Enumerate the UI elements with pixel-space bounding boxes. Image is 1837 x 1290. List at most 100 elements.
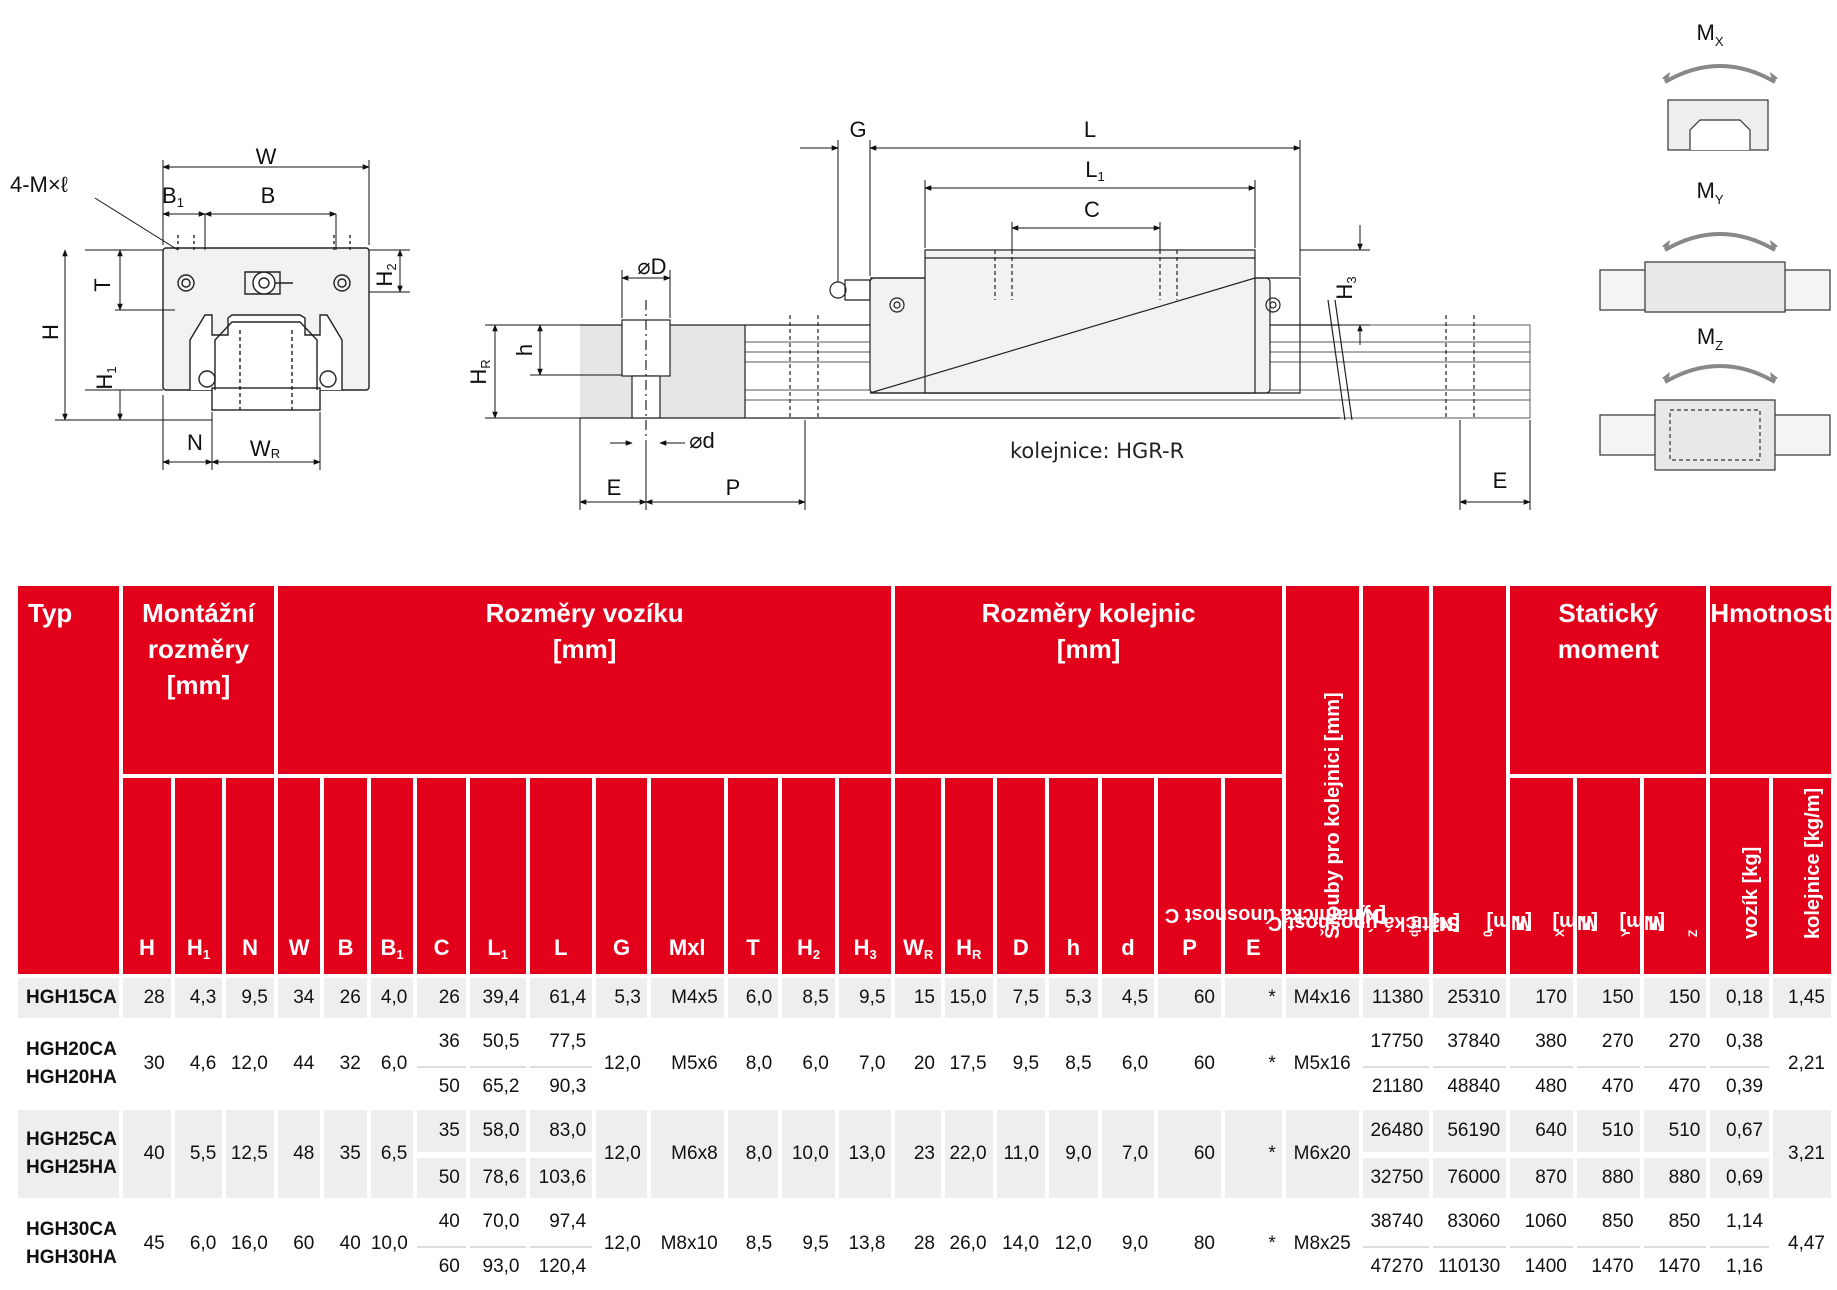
- th-bolts: Šrouby pro kolejnici [mm]: [1285, 586, 1359, 974]
- cell-H3: 7,0: [838, 1022, 892, 1106]
- th-sub-WR: WR: [895, 778, 941, 974]
- front-view: [162, 235, 370, 411]
- th-weight: Hmotnost: [1710, 586, 1832, 774]
- cell-C: 50: [417, 1066, 466, 1106]
- cell-C: 50: [417, 1156, 466, 1198]
- cell-H2: 9,5: [782, 1202, 835, 1286]
- cell-MX: 1400: [1510, 1246, 1573, 1286]
- label-D: ⌀D: [637, 254, 666, 279]
- cell-T: 8,0: [727, 1110, 779, 1198]
- cell-stat: 110130: [1433, 1246, 1507, 1286]
- cell-MX: 640: [1510, 1110, 1573, 1152]
- cell-weight-block: 1,16: [1710, 1246, 1770, 1286]
- cell-L: 83,0: [529, 1110, 593, 1152]
- cell-L: 90,3: [529, 1066, 593, 1106]
- cell-weight-block: 1,14: [1710, 1202, 1770, 1242]
- label-B: B: [261, 183, 276, 208]
- cell-d: 6,0: [1101, 1022, 1155, 1106]
- cell-T: 8,5: [727, 1202, 779, 1286]
- cell-MZ: 1470: [1643, 1246, 1707, 1286]
- cell-MZ: 150: [1643, 978, 1707, 1018]
- cell-dyn: 47270: [1362, 1246, 1430, 1286]
- th-rail-dims: Rozměry kolejnic[mm]: [895, 586, 1282, 774]
- cell-dyn: 38740: [1362, 1202, 1430, 1242]
- th-sub-W: W: [277, 778, 321, 974]
- cell-E: *: [1224, 1022, 1282, 1106]
- cell-stat: 48840: [1433, 1066, 1507, 1106]
- cell-MY: 850: [1576, 1202, 1640, 1242]
- th-sub-L1: L1: [469, 778, 526, 974]
- cell-weight-rail: 2,21: [1773, 1022, 1831, 1106]
- th-sub-B: B: [324, 778, 367, 974]
- table-row: 50 65,2 90,3 21180 48840 480 470 470 0,3…: [18, 1066, 1831, 1106]
- cell-Mxl: M4x5: [650, 978, 724, 1018]
- label-MX: MX: [1697, 20, 1724, 49]
- cell-L1: 93,0: [469, 1246, 526, 1286]
- cell-typ: HGH15CA: [18, 978, 120, 1018]
- cell-MY: 510: [1576, 1110, 1640, 1152]
- label-P: P: [726, 475, 741, 500]
- cell-d: 7,0: [1101, 1110, 1155, 1198]
- cell-G: 12,0: [596, 1110, 647, 1198]
- cell-dyn: 17750: [1362, 1022, 1430, 1062]
- cell-B: 40: [324, 1202, 367, 1286]
- cell-MZ: 470: [1643, 1066, 1707, 1106]
- cell-H1: 6,0: [174, 1202, 223, 1286]
- side-view: [580, 249, 1531, 440]
- cell-h: 9,0: [1049, 1110, 1098, 1198]
- label-L1: L1: [1085, 157, 1104, 184]
- cell-weight-block: 0,67: [1710, 1110, 1770, 1152]
- cell-Mxl: M6x8: [650, 1110, 724, 1198]
- cell-Mxl: M5x6: [650, 1022, 724, 1106]
- cell-WR: 23: [895, 1110, 941, 1198]
- label-W: W: [256, 144, 277, 169]
- cell-H: 30: [123, 1022, 171, 1106]
- th-sub-H: H: [123, 778, 171, 974]
- cell-H: 40: [123, 1110, 171, 1198]
- cell-G: 5,3: [596, 978, 647, 1018]
- cell-H1: 4,6: [174, 1022, 223, 1106]
- th-sub-E: E: [1224, 778, 1282, 974]
- cell-L1: 65,2: [469, 1066, 526, 1106]
- label-H: H: [38, 324, 63, 340]
- th-sub-N: N: [226, 778, 274, 974]
- cell-E: *: [1224, 978, 1282, 1018]
- th-sub-L: L: [529, 778, 593, 974]
- cell-MX: 380: [1510, 1022, 1573, 1062]
- cell-W: 44: [277, 1022, 321, 1106]
- cell-N: 16,0: [226, 1202, 274, 1286]
- cell-MX: 1060: [1510, 1202, 1573, 1242]
- label-G: G: [849, 117, 866, 142]
- th-sub-T: T: [727, 778, 779, 974]
- cell-weight-block: 0,39: [1710, 1066, 1770, 1106]
- cell-B: 32: [324, 1022, 367, 1106]
- label-MZ: MZ: [1697, 324, 1723, 353]
- cell-dyn: 26480: [1362, 1110, 1430, 1152]
- cell-P: 60: [1158, 978, 1221, 1018]
- cell-bolt: M8x25: [1285, 1202, 1359, 1286]
- cell-B1: 6,5: [370, 1110, 414, 1198]
- cell-MZ: 850: [1643, 1202, 1707, 1242]
- cell-L1: 50,5: [469, 1022, 526, 1062]
- th-sub-H3: H3: [838, 778, 892, 974]
- th-sub-B1: B1: [370, 778, 414, 974]
- label-H3: H3: [1332, 276, 1359, 299]
- th-sub-h: h: [1049, 778, 1098, 974]
- cell-P: 80: [1158, 1202, 1221, 1286]
- th-weight-rail: kolejnice [kg/m]: [1773, 778, 1831, 974]
- technical-drawings: W B1 B 4-M×ℓ T H H1 H2 N WR: [0, 0, 1837, 570]
- cell-B: 26: [324, 978, 367, 1018]
- cell-MY: 880: [1576, 1156, 1640, 1198]
- cell-D: 9,5: [996, 1022, 1046, 1106]
- label-mxl: 4-M×ℓ: [10, 172, 69, 197]
- cell-H: 45: [123, 1202, 171, 1286]
- cell-bolt: M6x20: [1285, 1110, 1359, 1198]
- cell-MZ: 510: [1643, 1110, 1707, 1152]
- cell-B: 35: [324, 1110, 367, 1198]
